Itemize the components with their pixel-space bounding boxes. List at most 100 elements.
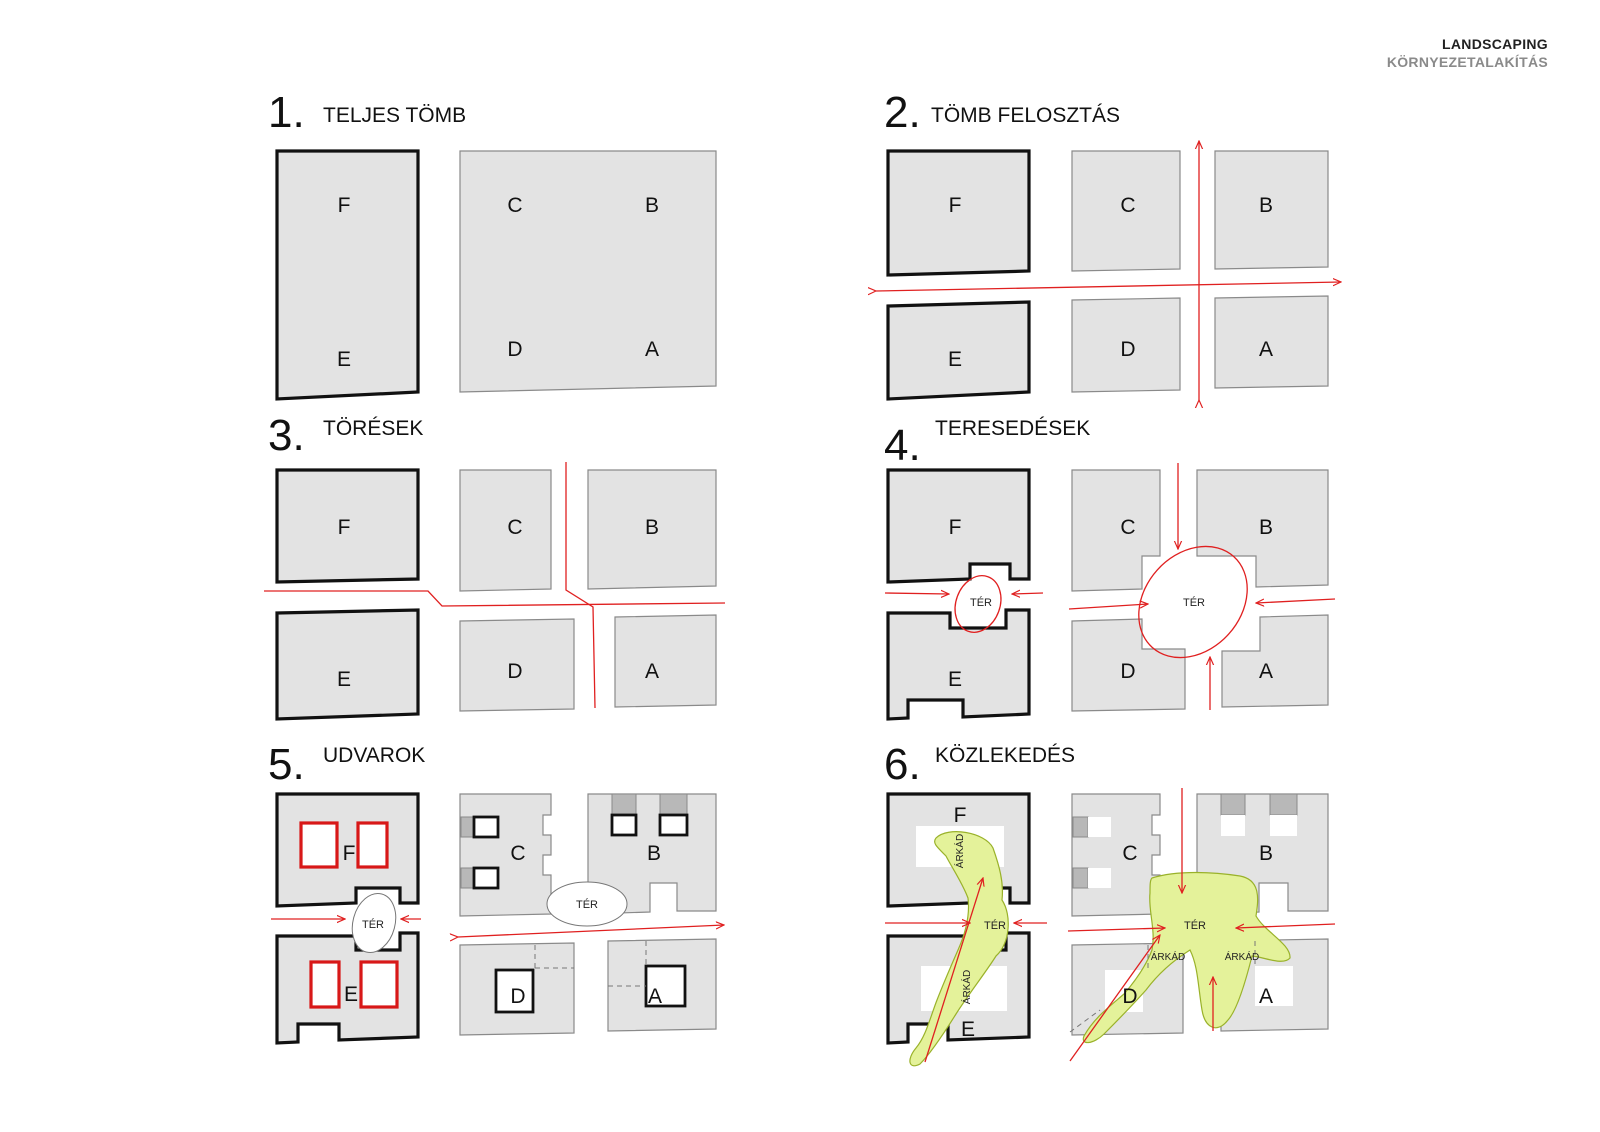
block-c (459, 469, 552, 592)
arcade-label-f: ÁRKÁD (953, 834, 966, 868)
block-f (275, 468, 420, 584)
court-mark-c1 (1072, 816, 1089, 838)
label-f: F (949, 516, 962, 539)
label-a: A (1259, 660, 1273, 683)
block-e (886, 608, 1031, 721)
block-cbda (459, 150, 717, 393)
header-subtitle: KÖRNYEZETALAKÍTÁS (1386, 54, 1548, 70)
courtyard-c-2 (472, 866, 500, 890)
label-c: C (1122, 842, 1137, 865)
street-break-ns (565, 462, 596, 709)
square-label-small: TÉR (984, 919, 1006, 932)
court-mark-b2 (1269, 793, 1298, 816)
block-d (1071, 618, 1186, 712)
arrow-a-side (1236, 923, 1336, 928)
block-d (1071, 297, 1181, 393)
block-d (459, 618, 575, 712)
label-e: E (337, 668, 351, 691)
court-mark-b1 (611, 793, 637, 816)
courtyard-c-1 (472, 815, 500, 839)
block-f (886, 149, 1031, 277)
arrow-diagonal-west (924, 878, 983, 1063)
label-e: E (344, 983, 358, 1006)
courtyard-b-1 (610, 813, 638, 837)
court-mark-b1 (1220, 793, 1246, 816)
header-title: LANDSCAPING (1442, 36, 1548, 52)
label-b: B (645, 516, 659, 539)
panel-3-number: 3. (268, 411, 305, 460)
courtyard-e-2 (359, 960, 399, 1009)
label-b: B (1259, 516, 1273, 539)
label-f: F (954, 804, 967, 827)
label-e: E (948, 348, 962, 371)
arcade-label-e: ÁRKÁD (960, 970, 973, 1004)
courtyard-f-1 (299, 821, 339, 869)
label-f: F (338, 516, 351, 539)
panel-2-title: TÖMB FELOSZTÁS (931, 104, 1120, 127)
label-b: B (1259, 194, 1273, 217)
public-space-west (909, 831, 1009, 1067)
courtyard-b-1 (1221, 815, 1245, 836)
label-b: B (1259, 842, 1273, 865)
label-c: C (1120, 194, 1135, 217)
panel-4-title: TERESEDÉSEK (935, 417, 1090, 440)
block-a (1214, 295, 1329, 389)
square-outline-small (954, 575, 1002, 633)
street-ew (876, 282, 1341, 291)
panel-2: 2. TÖMB FELOSZTÁS F E C B D A (876, 88, 1341, 400)
label-f: F (949, 194, 962, 217)
panel-6-number: 6. (884, 740, 921, 789)
block-f (886, 468, 1031, 584)
block-e (886, 300, 1031, 401)
courtyard-d (494, 968, 535, 1014)
label-d: D (1122, 985, 1137, 1008)
panel-4: 4. TERESEDÉSEK TÉR TÉR F E C B D A (884, 417, 1336, 721)
courtyard-b-2 (658, 813, 689, 837)
label-a: A (1259, 985, 1273, 1008)
block-b (1196, 469, 1329, 588)
label-a: A (1259, 338, 1273, 361)
label-f: F (338, 194, 351, 217)
label-d: D (1120, 660, 1135, 683)
arrow-east (1012, 593, 1044, 594)
label-c: C (1120, 516, 1135, 539)
arcade-label-d: ÁRKÁD (1151, 950, 1185, 963)
block-e (275, 608, 420, 721)
court-mark-c2 (1072, 867, 1089, 889)
panel-3-title: TÖRÉSEK (323, 417, 423, 440)
street-ew (458, 925, 724, 937)
label-b: B (647, 842, 661, 865)
label-e: E (948, 668, 962, 691)
court-mark-b2 (659, 793, 688, 816)
label-e: E (961, 1018, 975, 1041)
panel-6: 6. KÖZLEKEDÉS ÁRKÁD ÁRKÁD ÁRK (884, 740, 1336, 1067)
panel-5: 5. UDVAROK TÉR TÉR F E C B (268, 740, 724, 1045)
label-d: D (507, 338, 522, 361)
courtyard-f-2 (356, 821, 389, 869)
label-d: D (1120, 338, 1135, 361)
square-label-small: TÉR (970, 596, 992, 609)
square-label-large: TÉR (576, 898, 598, 911)
label-b: B (645, 194, 659, 217)
public-space-east (1082, 871, 1291, 1044)
panel-2-number: 2. (884, 88, 921, 137)
label-c: C (507, 516, 522, 539)
panel-1: 1. TELJES TÖMB F E C B D A (268, 88, 717, 401)
block-a (614, 614, 717, 708)
arrow-d-side (1068, 604, 1148, 610)
courtyard-c-1 (1088, 817, 1111, 837)
square-label-large: TÉR (1184, 919, 1206, 932)
square-outline-large (1138, 545, 1248, 659)
block-b (587, 469, 717, 590)
panel-5-title: UDVAROK (323, 744, 425, 767)
panel-6-title: KÖZLEKEDÉS (935, 744, 1075, 767)
square-label-small: TÉR (362, 918, 384, 931)
label-a: A (648, 985, 662, 1008)
panel-1-number: 1. (268, 88, 305, 137)
label-c: C (507, 194, 522, 217)
arrow-west (884, 593, 949, 594)
arrow-d-side (1067, 928, 1165, 931)
label-d: D (507, 660, 522, 683)
block-c (1071, 150, 1181, 272)
